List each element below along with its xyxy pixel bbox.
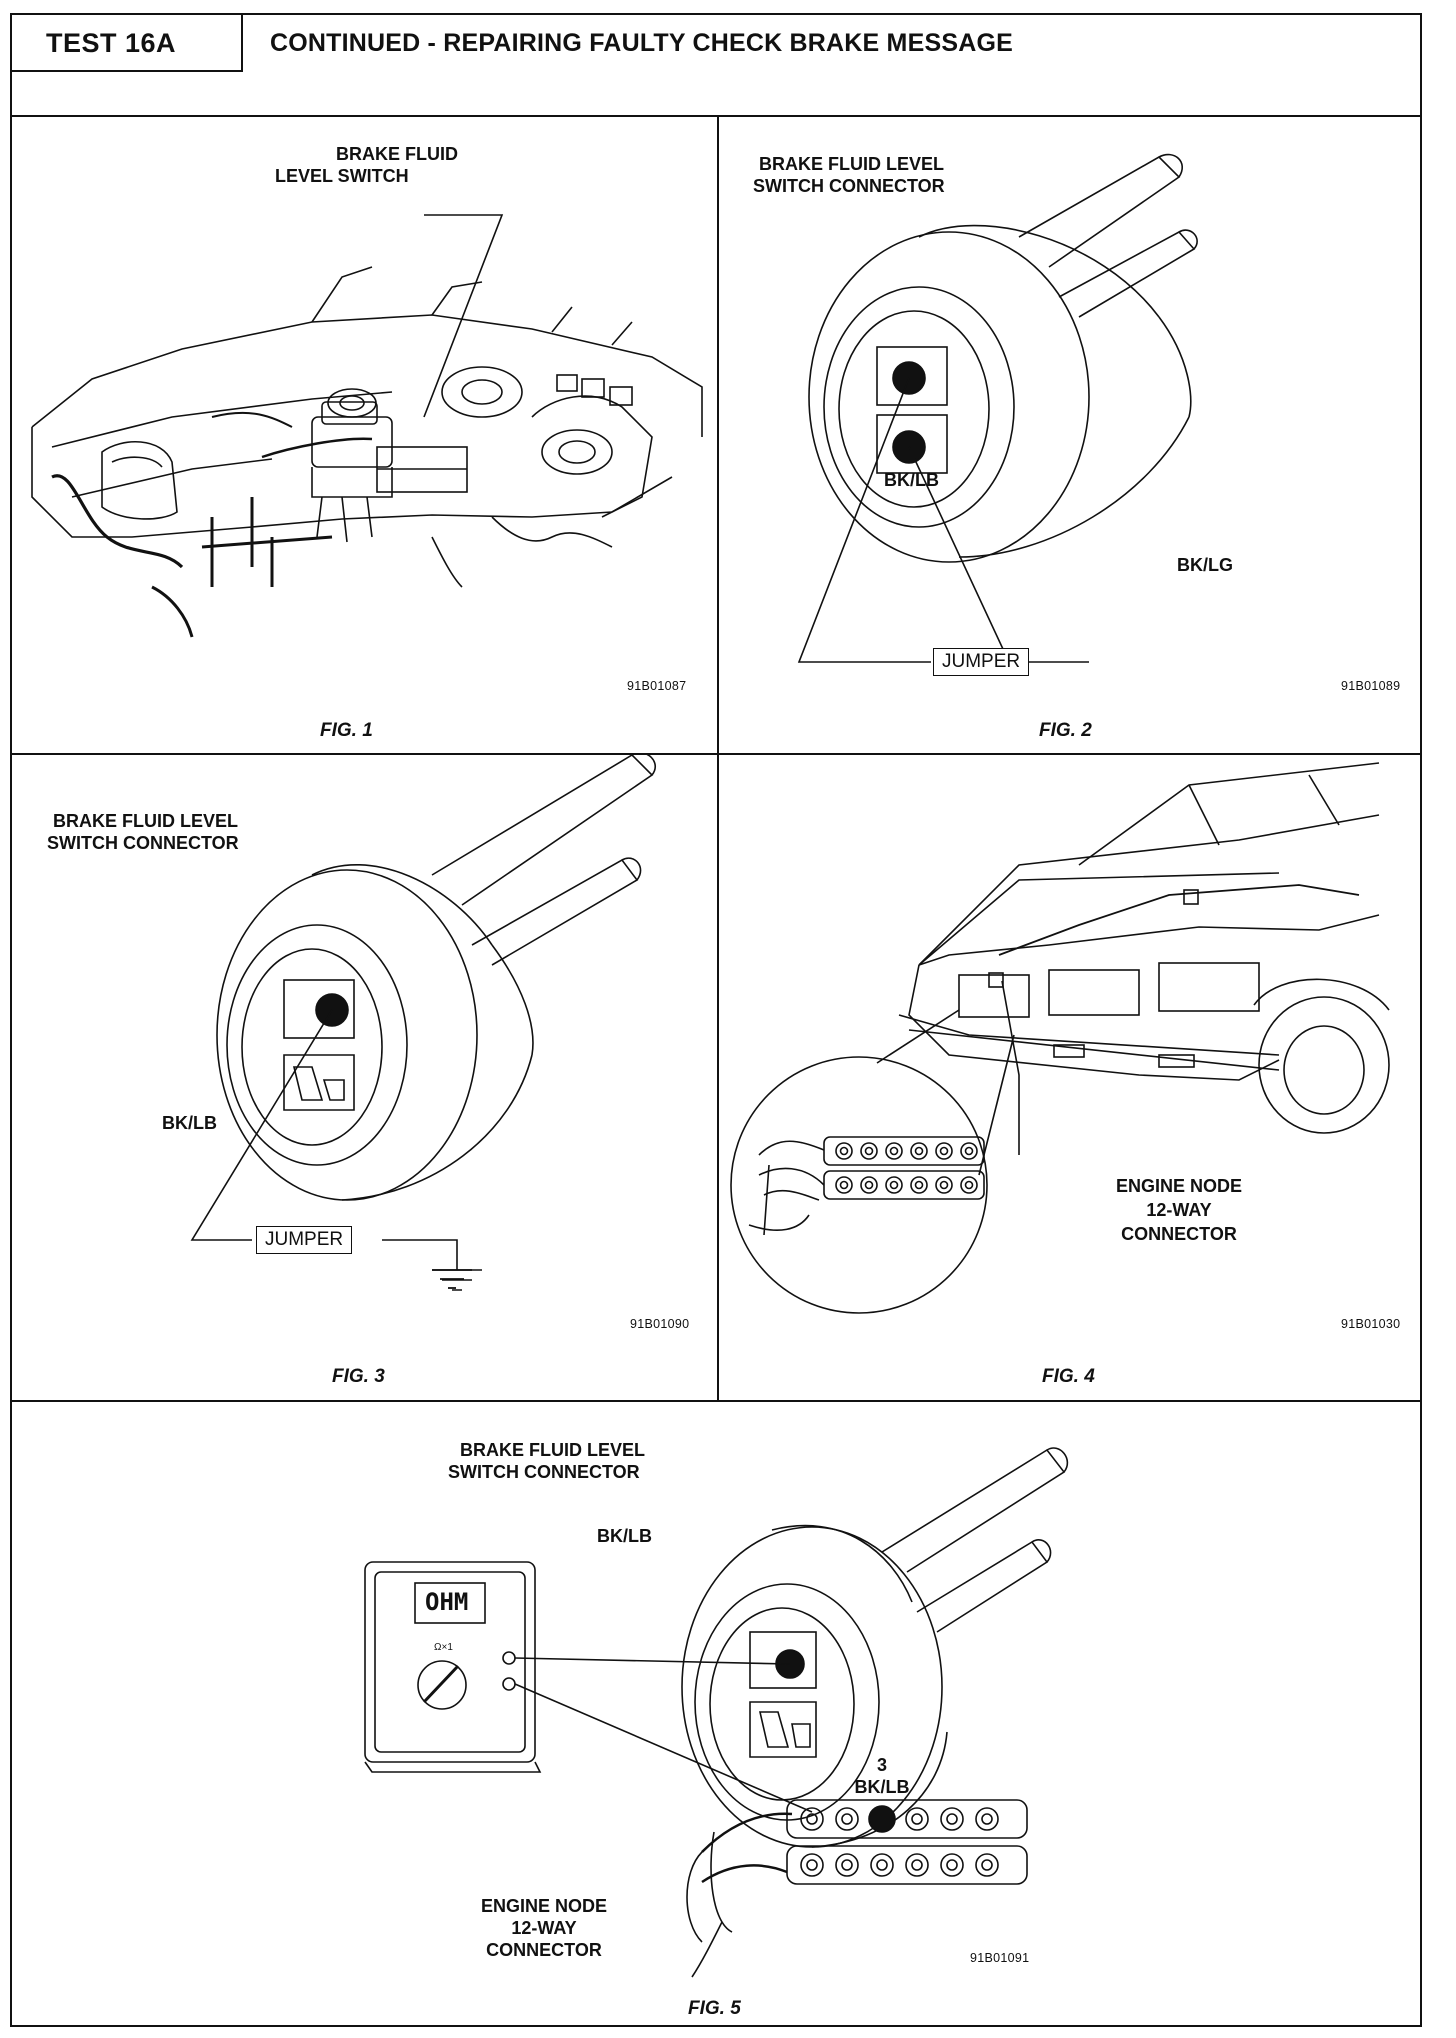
ohmmeter-display: OHM <box>425 1588 469 1616</box>
connector-icon <box>364 1447 1069 1978</box>
service-manual-page: TEST 16A CONTINUED - REPAIRING FAULTY CH… <box>10 13 1422 2027</box>
fig5-label-line2: SWITCH CONNECTOR <box>448 1462 640 1482</box>
ground-icon <box>432 1269 472 1289</box>
fig2-wire-bklg: BK/LG <box>1177 555 1233 575</box>
ohmmeter-range: Ω×1 <box>434 1642 453 1653</box>
row-divider-1 <box>12 753 1420 755</box>
header: TEST 16A CONTINUED - REPAIRING FAULTY CH… <box>12 15 1420 88</box>
fig4-label-line1: ENGINE NODE <box>1115 1176 1243 1196</box>
fig4-caption: FIG. 4 <box>1042 1366 1095 1387</box>
fig5-node-line1: ENGINE NODE <box>480 1896 608 1916</box>
fig5-caption: FIG. 5 <box>688 1998 741 2019</box>
fig2-label-line1: BRAKE FLUID LEVEL <box>759 154 945 174</box>
fig3-wire-bklb: BK/LB <box>162 1113 217 1133</box>
engine-bay-icon <box>31 214 703 638</box>
figure-2: BRAKE FLUID LEVEL SWITCH CONNECTOR BK/LB… <box>719 117 1424 753</box>
fig5-code: 91B01091 <box>970 1951 1030 1965</box>
fig5-pin-number: 3 <box>876 1755 887 1775</box>
fig2-caption: FIG. 2 <box>1039 720 1092 741</box>
fig5-node-line2: 12-WAY <box>511 1918 577 1938</box>
fig4-code: 91B01030 <box>1341 1317 1401 1331</box>
fig2-label-line2: SWITCH CONNECTOR <box>753 176 945 196</box>
fig3-label-line1: BRAKE FLUID LEVEL <box>53 811 239 831</box>
fig2-jumper: JUMPER <box>933 648 1030 676</box>
figure-3: BRAKE FLUID LEVEL SWITCH CONNECTOR BK/LB… <box>12 755 717 1400</box>
fig5-wire-bklb: BK/LB <box>597 1526 652 1546</box>
ohmmeter-icon <box>365 1562 535 1772</box>
fig1-label-line1: BRAKE FLUID <box>336 144 458 164</box>
fig2-code: 91B01089 <box>1341 679 1401 693</box>
fig3-label-line2: SWITCH CONNECTOR <box>47 833 239 853</box>
vehicle-icon <box>730 762 1390 1314</box>
fig5-pin-wire: BK/LB <box>854 1777 910 1797</box>
figure-1: BRAKE FLUID LEVEL SWITCH 91B01087 FIG. 1 <box>12 117 717 753</box>
figure-4: ENGINE NODE 12-WAY CONNECTOR 91B01030 FI… <box>719 755 1424 1400</box>
fig1-label-line2: LEVEL SWITCH <box>275 166 409 186</box>
fig4-label-line3: CONNECTOR <box>1121 1224 1237 1244</box>
fig5-node-line3: CONNECTOR <box>486 1940 602 1960</box>
row-divider-2 <box>12 1400 1420 1402</box>
connector-icon <box>190 755 656 1291</box>
fig1-caption: FIG. 1 <box>320 720 373 741</box>
test-label: TEST 16A <box>12 15 243 72</box>
fig1-code: 91B01087 <box>627 679 687 693</box>
fig3-jumper: JUMPER <box>256 1226 353 1254</box>
fig4-label-line2: 12-WAY <box>1146 1200 1212 1220</box>
fig3-caption: FIG. 3 <box>332 1366 385 1387</box>
header-divider <box>12 115 1420 117</box>
figure-5: OHM Ω×1 BRAKE FLUID LEVEL SWITCH CONNECT… <box>12 1402 1424 2029</box>
fig3-code: 91B01090 <box>630 1317 690 1331</box>
connector-icon <box>797 153 1198 663</box>
column-divider <box>717 115 719 1400</box>
fig5-label-line1: BRAKE FLUID LEVEL <box>460 1440 646 1460</box>
fig2-wire-bklb: BK/LB <box>884 470 939 490</box>
page-title: CONTINUED - REPAIRING FAULTY CHECK BRAKE… <box>270 29 1013 57</box>
